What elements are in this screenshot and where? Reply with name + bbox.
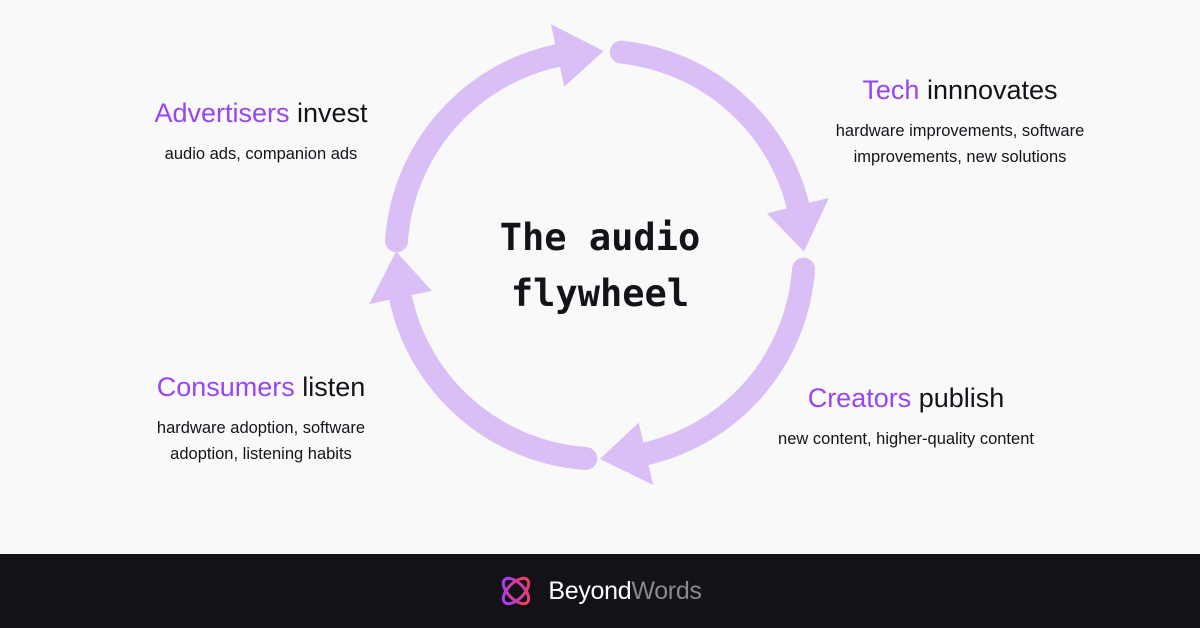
stage-tech: Tech innnovates hardware improvements, s… bbox=[836, 74, 1085, 170]
stage-advertisers: Advertisers invest audio ads, companion … bbox=[154, 97, 367, 167]
brand-first: Beyond bbox=[548, 576, 632, 605]
brand-name: BeyondWords bbox=[548, 576, 702, 606]
stage-accent: Tech bbox=[862, 75, 920, 105]
stage-accent: Consumers bbox=[156, 372, 295, 402]
stage-accent: Creators bbox=[807, 383, 912, 413]
stage-detail: adoption, listening habits bbox=[170, 445, 352, 463]
stage-verb: invest bbox=[289, 98, 368, 128]
title-line-1: The audio bbox=[499, 216, 701, 259]
stage-detail: hardware improvements, software bbox=[835, 122, 1085, 140]
stage-consumers: Consumers listen hardware adoption, soft… bbox=[157, 371, 366, 467]
title-line-2: flywheel bbox=[510, 272, 690, 315]
stage-verb: innnovates bbox=[919, 75, 1058, 105]
cycle-arc bbox=[634, 257, 816, 466]
stage-detail: audio ads, companion ads bbox=[164, 145, 358, 163]
cycle-arc bbox=[388, 285, 598, 471]
stage-detail: improvements, new solutions bbox=[853, 148, 1067, 166]
arrowhead-icon bbox=[550, 24, 604, 87]
arrowhead-icon bbox=[766, 197, 829, 252]
orbit-logo-icon bbox=[502, 576, 531, 606]
arrowhead-icon bbox=[369, 251, 432, 305]
arrowhead-icon bbox=[600, 422, 654, 485]
stage-detail: hardware adoption, software bbox=[156, 419, 366, 437]
stage-verb: publish bbox=[911, 383, 1005, 413]
cycle-arc bbox=[384, 43, 570, 253]
stage-accent: Advertisers bbox=[154, 98, 290, 128]
stage-creators: Creators publish new content, higher-qua… bbox=[778, 382, 1034, 452]
footer-bar: BeyondWords bbox=[0, 554, 1200, 628]
stage-detail: new content, higher-quality content bbox=[778, 430, 1034, 448]
flywheel-cycle-arrows bbox=[369, 24, 829, 485]
stage-verb: listen bbox=[294, 372, 366, 402]
diagram-title: The audio flywheel bbox=[500, 210, 700, 322]
brand-second: Words bbox=[631, 576, 702, 605]
cycle-arc bbox=[609, 40, 810, 218]
